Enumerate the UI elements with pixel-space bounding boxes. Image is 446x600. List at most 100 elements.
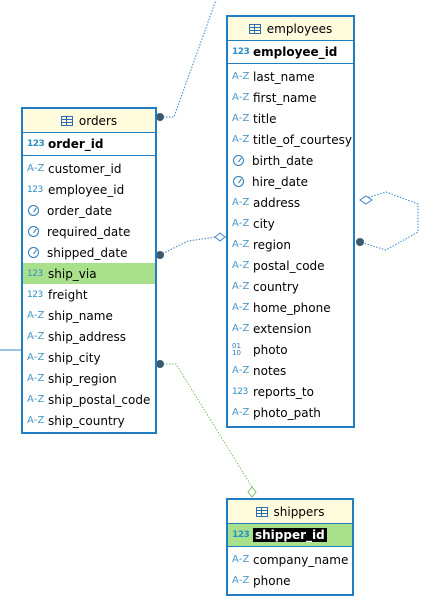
column-name: photo [253,342,288,357]
string-type-icon: A‑Z [232,218,250,229]
column-name: company_name [253,552,349,567]
connector-dot [156,360,164,368]
numeric-type-icon: 123 [232,47,250,57]
column-row[interactable]: shipped_date [23,242,155,263]
column-name: order_id [48,137,104,151]
column-name: notes [253,363,287,378]
column-name: first_name [253,90,317,105]
date-type-icon [28,205,39,216]
table-header[interactable]: shippers [228,500,352,524]
column-row[interactable]: hire_date [228,171,353,192]
numeric-type-icon: 123 [27,289,43,300]
table-icon [60,115,73,126]
column-name: freight [48,287,88,302]
string-type-icon: A‑Z [232,239,250,250]
date-type-icon [233,176,244,187]
date-type-icon [233,155,244,166]
column-name: ship_city [48,350,101,365]
column-name: employee_id [48,182,125,197]
connector-dot [156,113,164,121]
string-type-icon: A‑Z [27,394,45,405]
string-type-icon: A‑Z [232,71,250,82]
column-name: home_phone [253,300,331,315]
string-type-icon: A‑Z [232,407,250,418]
string-type-icon: A‑Z [232,302,250,313]
column-row[interactable]: order_date [23,200,155,221]
column-name: last_name [253,69,315,84]
table-header[interactable]: orders [23,109,155,133]
column-name: address [253,195,301,210]
table-title: orders [78,113,118,128]
column-name: title_of_courtesy [253,132,352,147]
column-name: postal_code [253,258,325,273]
column-row[interactable]: required_date [23,221,155,242]
column-name: city [253,216,275,231]
column-row[interactable]: 123 employee_id [23,179,155,200]
string-type-icon: A‑Z [232,554,250,565]
numeric-type-icon: 123 [232,530,250,540]
numeric-type-icon: 123 [232,386,248,397]
string-type-icon: A‑Z [232,113,250,124]
numeric-type-icon: 123 [27,268,43,279]
numeric-type-icon: 123 [27,184,43,195]
string-type-icon: A‑Z [232,92,250,103]
string-type-icon: A‑Z [232,260,250,271]
column-name: extension [253,321,312,336]
column-name: shipped_date [47,245,128,260]
table-icon [248,23,261,34]
date-type-icon [28,247,39,258]
string-type-icon: A‑Z [232,197,250,208]
column-name: ship_region [48,371,117,386]
table-header[interactable]: employees [228,17,353,41]
column-name: hire_date [252,174,309,189]
column-name: region [253,237,291,252]
connector-diamond [359,195,373,205]
connector-dot [156,251,164,259]
string-type-icon: A‑Z [232,365,250,376]
column-row[interactable]: 123 freight [23,284,155,305]
string-type-icon: A‑Z [232,323,250,334]
numeric-type-icon: 123 [27,139,45,149]
column-name: country [253,279,299,294]
string-type-icon: A‑Z [232,134,250,145]
string-type-icon: A‑Z [27,415,45,426]
link-employees-self [359,191,419,251]
column-row[interactable]: birth_date [228,150,353,171]
connector-dot [356,238,364,246]
connector-diamond [247,486,257,498]
